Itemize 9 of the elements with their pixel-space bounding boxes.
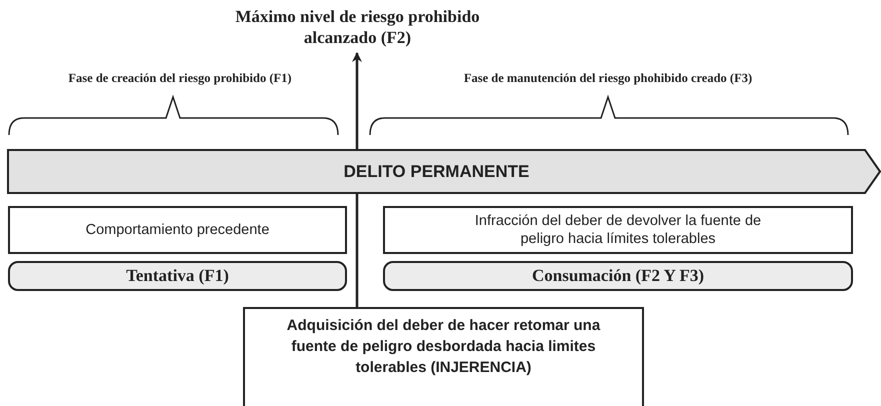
rounded-box: Tentativa (F1) [8, 261, 347, 291]
phase-label: Fase de manutención del riesgo phohibido creado (F3) [462, 71, 754, 86]
text-box: Infracción del deber de devolver la fuente de peligro hacia límites tolerables [383, 206, 853, 254]
rounded-box: Consumación (F2 Y F3) [383, 261, 853, 291]
phase-label: Fase de creación del riesgo prohibido (F1) [67, 71, 293, 86]
heading-text: Máximo nivel de riesgo prohibido alcanzado (F2) [230, 6, 485, 50]
text-box: Comportamiento precedente [8, 206, 347, 254]
arrow-band-label: DELITO PERMANENTE [8, 150, 865, 193]
text-box: Adquisición del deber de hacer retomar una fuente de peligro desbordada hacia limites tolerables (INJERENCIA) [243, 307, 644, 406]
